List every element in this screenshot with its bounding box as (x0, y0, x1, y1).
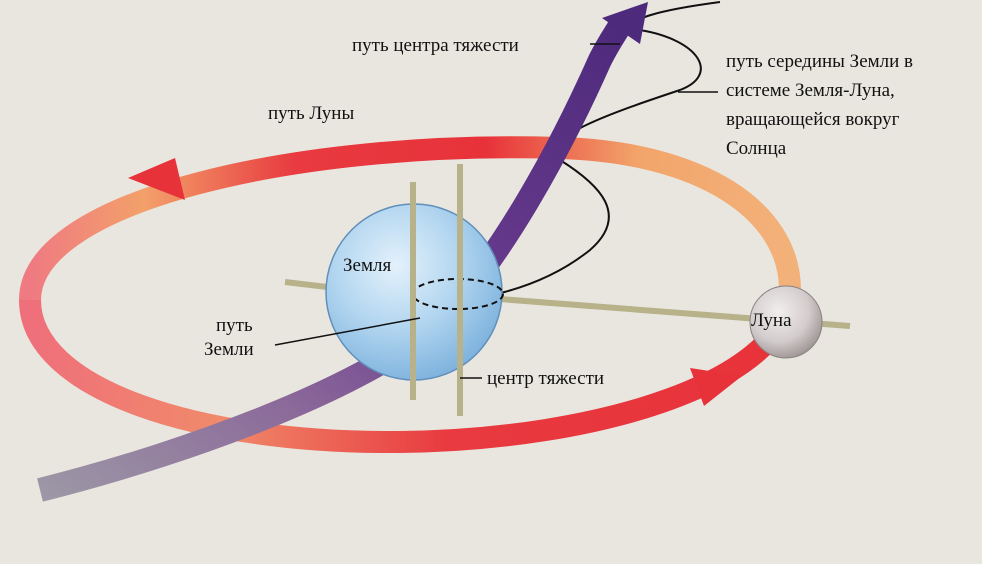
moon-globe (749, 285, 823, 359)
label-earth-path-2: Земли (204, 339, 254, 360)
label-earth-mid-path-3: вращающейся вокруг (726, 109, 900, 130)
label-moon-path: путь Луны (268, 103, 354, 124)
label-earth-mid-path-4: Солнца (726, 138, 787, 159)
label-earth-mid-path-2: системе Земля-Луна, (726, 80, 895, 101)
label-barycenter: центр тяжести (487, 368, 604, 389)
label-earth-path-1: путь (216, 315, 253, 336)
label-barycenter-path: путь центра тяжести (352, 35, 519, 56)
moon-orbit-back (19, 136, 801, 301)
moon-orbit-arrowhead-right (690, 368, 742, 406)
label-earth-mid-path-1: путь середины Земли в (726, 51, 913, 72)
moon-orbit-arrowhead-left (128, 158, 185, 200)
barycenter-path-ribbon (37, 16, 633, 502)
label-earth: Земля (343, 255, 391, 276)
earth-path-leader (274, 317, 421, 346)
barycenter-path-arrowhead (602, 2, 648, 44)
moon-orbit-front (19, 289, 801, 454)
label-moon: Луна (751, 310, 792, 331)
